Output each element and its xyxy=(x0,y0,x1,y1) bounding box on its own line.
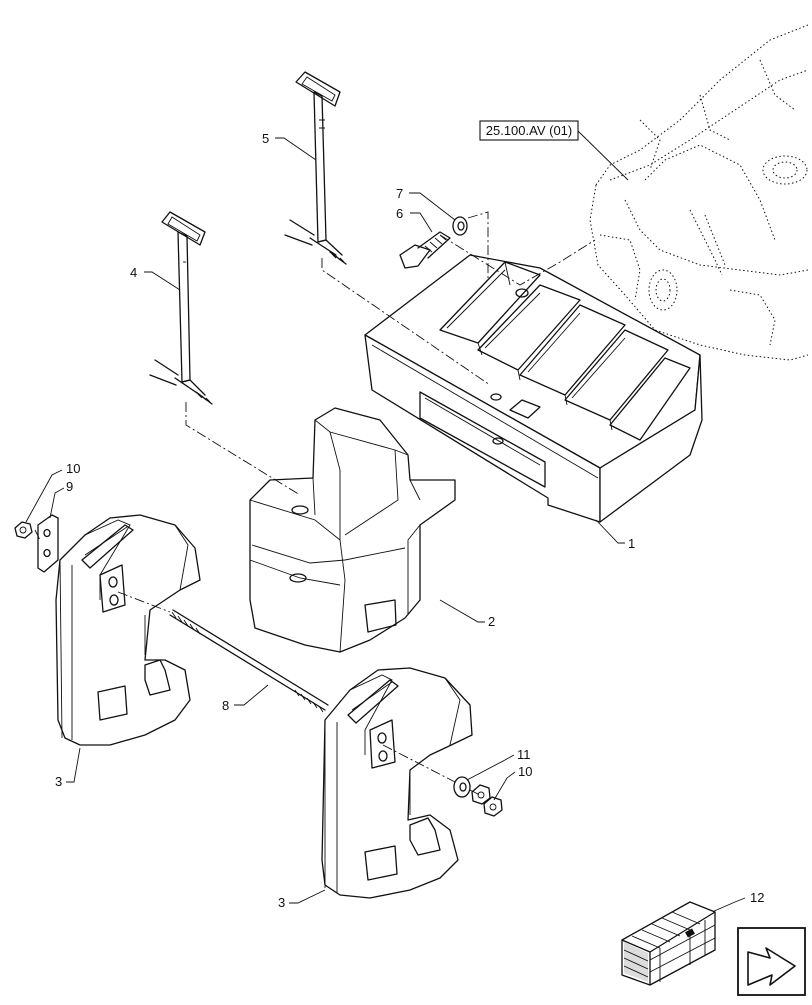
callout-9[interactable]: 9 xyxy=(49,479,73,519)
svg-text:8: 8 xyxy=(222,698,229,713)
callout-8[interactable]: 8 xyxy=(222,684,269,713)
svg-text:2: 2 xyxy=(488,614,495,629)
washer-top xyxy=(452,216,468,236)
callout-10-left[interactable]: 10 xyxy=(25,461,80,523)
callout-1[interactable]: 1 xyxy=(595,519,635,551)
plate xyxy=(37,514,59,573)
svg-text:1: 1 xyxy=(628,536,635,551)
ballast-weight-left xyxy=(55,514,201,746)
callout-10-right[interactable]: 10 xyxy=(493,764,532,801)
svg-text:10: 10 xyxy=(518,764,532,779)
svg-text:3: 3 xyxy=(278,895,285,910)
svg-text:3: 3 xyxy=(55,774,62,789)
svg-text:10: 10 xyxy=(66,461,80,476)
callout-7[interactable]: 7 xyxy=(396,186,456,221)
linch-pin-left xyxy=(149,211,213,405)
svg-text:9: 9 xyxy=(66,479,73,494)
svg-text:12: 12 xyxy=(750,890,764,905)
svg-text:11: 11 xyxy=(517,747,531,762)
nut-right-b xyxy=(483,796,503,817)
ballast-weight-right xyxy=(321,667,473,899)
linch-pin-right xyxy=(284,71,347,265)
weight-mount xyxy=(249,407,456,653)
callout-4[interactable]: 4 xyxy=(130,265,181,291)
nut-top-left xyxy=(14,521,33,539)
svg-text:5: 5 xyxy=(262,131,269,146)
reference-label: 25.100.AV (01) xyxy=(486,123,572,138)
callout-3-left[interactable]: 3 xyxy=(55,747,81,789)
svg-text:6: 6 xyxy=(396,206,403,221)
next-page-arrow-icon[interactable] xyxy=(737,927,806,996)
callout-12[interactable]: 12 xyxy=(711,890,764,913)
svg-text:4: 4 xyxy=(130,265,137,280)
washer-right xyxy=(453,776,471,798)
callout-2[interactable]: 2 xyxy=(439,599,495,629)
crate-icon xyxy=(621,901,716,986)
weight-carrier xyxy=(364,254,703,523)
reference-box[interactable]: 25.100.AV (01) xyxy=(479,120,629,181)
threaded-rod xyxy=(169,609,329,713)
assembly-lines xyxy=(34,211,596,796)
tractor-front-frame xyxy=(589,24,809,361)
callout-11[interactable]: 11 xyxy=(466,747,531,781)
callout-5[interactable]: 5 xyxy=(262,131,317,161)
callout-3-right[interactable]: 3 xyxy=(278,889,326,910)
callout-6[interactable]: 6 xyxy=(396,206,433,233)
bolt xyxy=(399,231,451,269)
svg-text:7: 7 xyxy=(396,186,403,201)
